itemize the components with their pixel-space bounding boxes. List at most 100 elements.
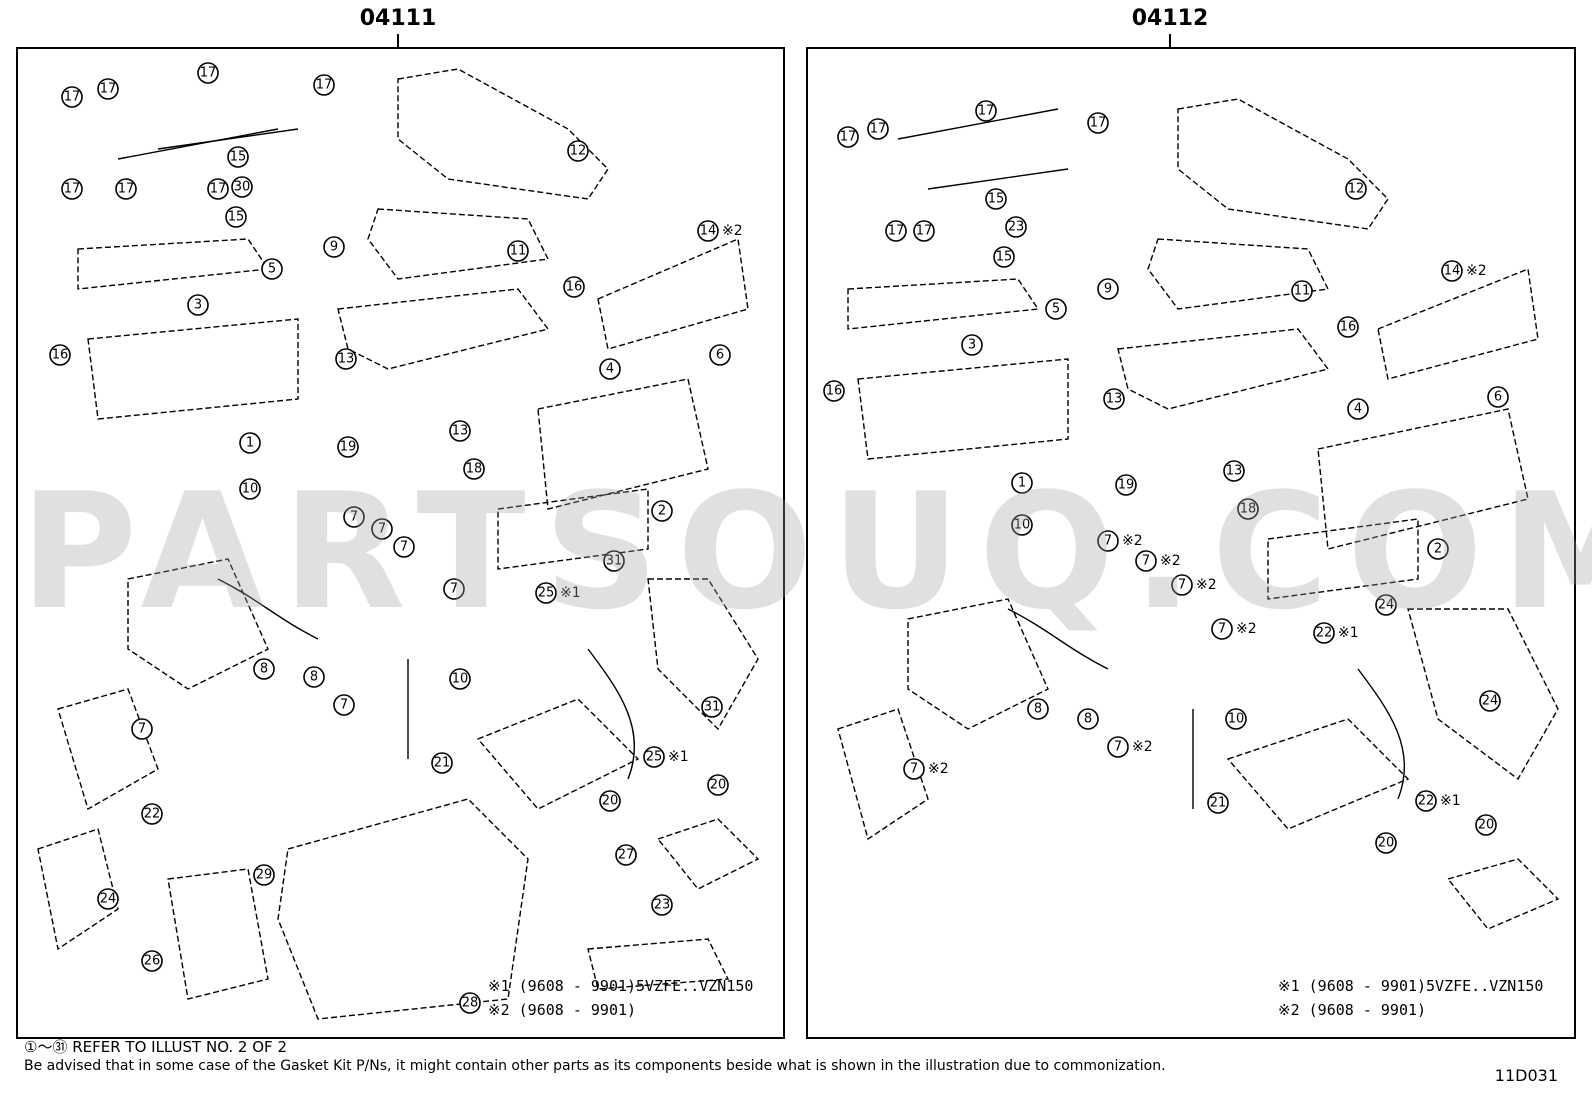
callout-circle-10 (1011, 514, 1033, 536)
callout-label-30: 30 (234, 180, 251, 195)
callout-label-17: 17 (1090, 116, 1107, 131)
callout-circle-9 (323, 236, 345, 258)
callout-mark-22: ※1 (1440, 793, 1461, 809)
callout-circle-5 (1045, 298, 1067, 320)
callout-label-20: 20 (602, 794, 619, 809)
callout-circle-3 (187, 294, 209, 316)
callout-label-7: 7 (340, 698, 348, 713)
cylinder-head-left (857, 358, 1069, 460)
callout-label-16: 16 (52, 348, 69, 363)
callout-mark-7: ※2 (1122, 533, 1143, 549)
callout-circle-18 (463, 458, 485, 480)
callout-circle-17 (885, 220, 907, 242)
callout-circle-7 (333, 694, 355, 716)
callout-label-16: 16 (1340, 320, 1357, 335)
head-gasket-2 (497, 488, 649, 570)
callout-circle-24 (1479, 690, 1501, 712)
callout-label-8: 8 (260, 662, 268, 677)
callout-circle-20 (707, 774, 729, 796)
callout-label-10: 10 (1228, 712, 1245, 727)
callout-label-26: 26 (144, 954, 161, 969)
callout-circle-11 (1291, 280, 1313, 302)
callout-label-23: 23 (1008, 220, 1025, 235)
callout-label-28: 28 (462, 996, 479, 1011)
callout-label-17: 17 (888, 224, 905, 239)
callout-circle-14 (1441, 260, 1463, 282)
callout-mark-14: ※2 (1466, 263, 1487, 279)
callout-circle-15 (985, 188, 1007, 210)
callout-circle-7 (1171, 574, 1193, 596)
callout-circle-17 (197, 62, 219, 84)
callout-circle-10 (239, 478, 261, 500)
callout-label-8: 8 (1034, 702, 1042, 717)
callout-label-21: 21 (434, 756, 451, 771)
callout-label-17: 17 (316, 78, 333, 93)
callout-label-12: 12 (570, 144, 587, 159)
callout-label-7: 7 (910, 762, 918, 777)
callout-label-11: 11 (1294, 284, 1311, 299)
callout-circle-17 (867, 118, 889, 140)
callout-circle-16 (1337, 316, 1359, 338)
valve-cover-left (847, 278, 1040, 330)
callout-label-22: 22 (1316, 626, 1333, 641)
callout-circle-1 (1011, 472, 1033, 494)
callout-label-17: 17 (200, 66, 217, 81)
callout-circle-17 (61, 86, 83, 108)
callout-label-31: 31 (606, 554, 623, 569)
callout-label-25: 25 (538, 586, 555, 601)
cylinder-block (277, 798, 529, 1020)
callout-circle-17 (61, 178, 83, 200)
kit-title-right: 04112 (1131, 6, 1209, 31)
callout-circle-17 (837, 126, 859, 148)
callout-circle-17 (207, 178, 229, 200)
valve-cover-rh (1377, 268, 1539, 380)
callout-label-17: 17 (210, 182, 227, 197)
valve-cover-right (337, 288, 550, 370)
callout-label-7: 7 (400, 540, 408, 555)
intake-plenum (1177, 98, 1389, 230)
callout-circle-21 (1207, 792, 1229, 814)
front-cover (37, 828, 119, 951)
callout-circle-10 (449, 668, 471, 690)
head-gasket-2 (1267, 518, 1419, 600)
callout-label-2: 2 (658, 504, 666, 519)
oil-pipe (587, 938, 730, 990)
callout-label-8: 8 (1084, 712, 1092, 727)
callout-label-1: 1 (246, 436, 254, 451)
callout-label-7: 7 (1104, 534, 1112, 549)
footer-disclaimer: Be advised that in some case of the Gask… (24, 1058, 1166, 1074)
callout-mark-7: ※2 (1236, 621, 1257, 637)
callout-circle-22 (141, 803, 163, 825)
callout-label-7: 7 (1218, 622, 1226, 637)
intake-manifold (1147, 238, 1330, 310)
callout-circle-7 (131, 718, 153, 740)
callout-mark-7: ※2 (1196, 577, 1217, 593)
valve-cover-right (1117, 328, 1330, 410)
callout-label-15: 15 (228, 210, 245, 225)
callout-mark-25: ※1 (668, 749, 689, 765)
footer-refer: ①～㉛ REFER TO ILLUST NO. 2 OF 2 (24, 1038, 287, 1056)
cylinder-head-left (87, 318, 299, 420)
callout-label-4: 4 (1354, 402, 1362, 417)
callout-circle-17 (913, 220, 935, 242)
callout-label-2: 2 (1434, 542, 1442, 557)
callout-circle-17 (97, 78, 119, 100)
callout-circle-6 (709, 344, 731, 366)
callout-circle-16 (563, 276, 585, 298)
callout-circle-8 (1077, 708, 1099, 730)
callout-label-7: 7 (378, 522, 386, 537)
callout-label-12: 12 (1348, 182, 1365, 197)
callout-label-7: 7 (350, 510, 358, 525)
callout-circle-22 (1313, 622, 1335, 644)
callout-circle-31 (701, 696, 723, 718)
callout-label-13: 13 (1106, 392, 1123, 407)
callout-circle-19 (337, 436, 359, 458)
callout-label-17: 17 (100, 82, 117, 97)
callout-label-27: 27 (618, 848, 635, 863)
callout-label-22: 22 (1418, 794, 1435, 809)
callout-circle-25 (535, 582, 557, 604)
callout-label-7: 7 (450, 582, 458, 597)
callout-mark-22: ※1 (1338, 625, 1359, 641)
